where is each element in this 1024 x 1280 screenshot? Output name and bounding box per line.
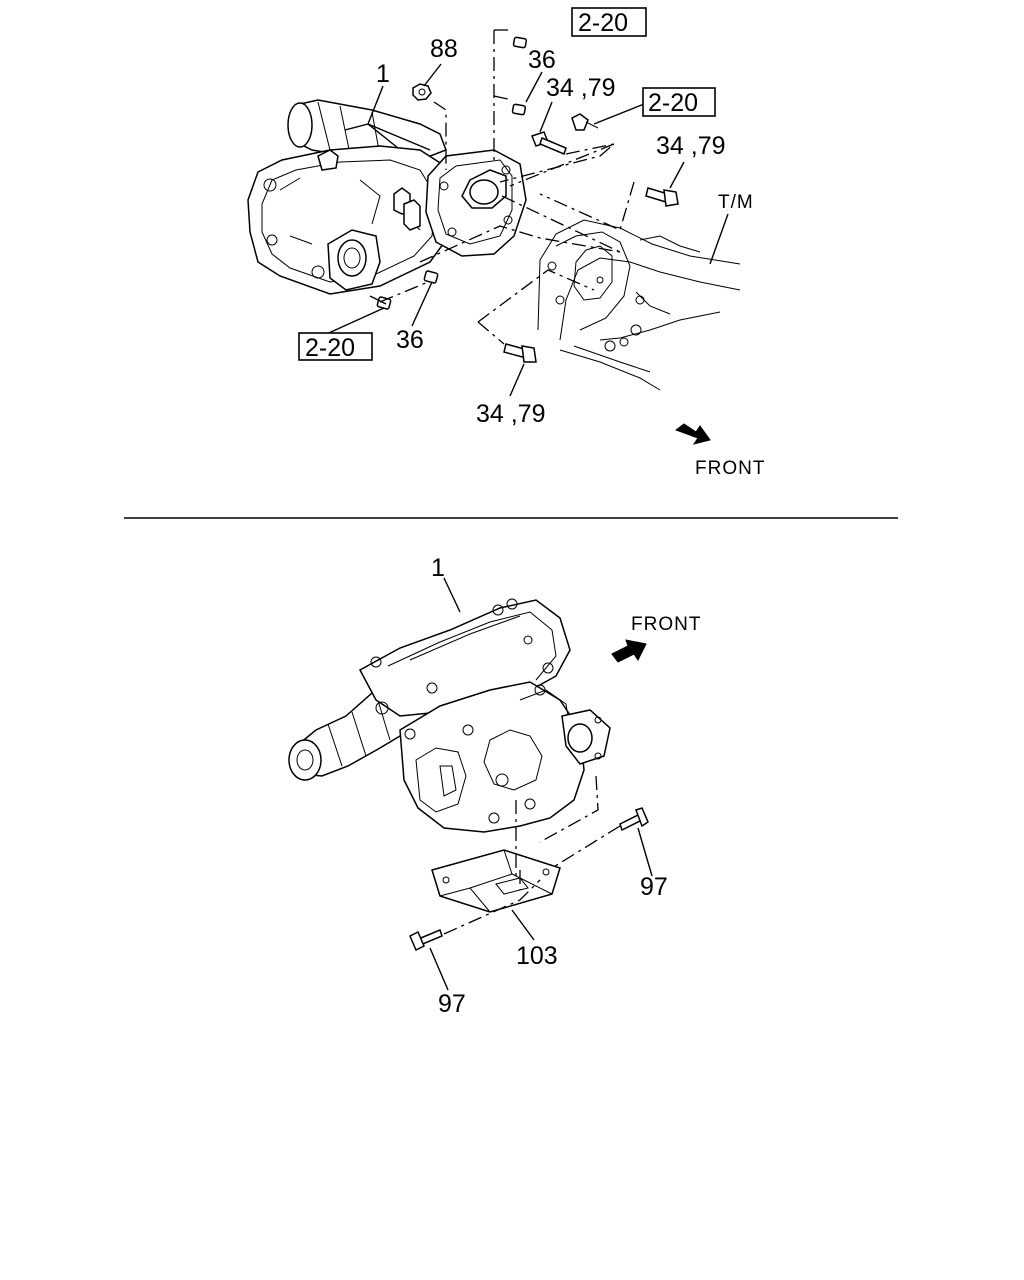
front-label-top: FRONT: [695, 458, 765, 479]
bolt-drawings-bottom: [409, 807, 649, 952]
callout-part-103: 103: [516, 942, 558, 970]
leader-lines-top: [299, 63, 729, 397]
ref-label-top-c: 2-20: [305, 334, 355, 362]
callout-part-97-right: 97: [640, 873, 668, 901]
callout-part-1: 1: [376, 60, 390, 88]
callout-part-34-79-lower: 34 ,79: [476, 400, 546, 428]
front-arrow-icon: [674, 423, 711, 445]
front-arrow-icon-bottom: [611, 639, 647, 663]
bottom-exploded-view: 1 97 103 97 FRONT: [288, 554, 701, 1018]
assembly-lines-top: [379, 29, 635, 345]
front-direction-top: FRONT: [674, 423, 765, 479]
ref-label-top-b: 2-20: [648, 89, 698, 117]
ref-box-top-c: 2-20: [298, 332, 373, 362]
callouts-bottom: 1 97 103 97: [431, 554, 668, 1018]
callouts-top: 1 88 36 34 ,79 34 ,79 T/M 36 34 ,79: [376, 35, 754, 428]
ref-box-top-a: 2-20: [571, 7, 647, 37]
transfer-case-drawing: [247, 99, 527, 295]
ref-box-top-b: 2-20: [642, 87, 716, 117]
callout-part-36-lower: 36: [396, 326, 424, 354]
callout-part-36-top: 36: [528, 46, 556, 74]
fastener-drawings: [376, 36, 679, 363]
ref-label-top-a: 2-20: [578, 9, 628, 37]
skid-plate-drawing: [431, 849, 561, 913]
callout-part-34-79-upper: 34 ,79: [546, 74, 616, 102]
callout-part-34-79-right: 34 ,79: [656, 132, 726, 160]
callout-part-1-bottom: 1: [431, 554, 445, 582]
callout-part-88: 88: [430, 35, 458, 63]
callout-part-97-left: 97: [438, 990, 466, 1018]
leader-lines-bottom: [429, 577, 653, 991]
front-direction-bottom: FRONT: [611, 614, 701, 663]
top-exploded-view: 1 88 36 34 ,79 34 ,79 T/M 36 34 ,79 2-20…: [247, 7, 765, 479]
assembly-lines-bottom: [443, 775, 621, 935]
transmission-drawing: [537, 219, 741, 391]
callout-transmission: T/M: [718, 192, 754, 213]
transfer-case-underside-drawing: [288, 598, 611, 833]
front-label-bottom: FRONT: [631, 614, 701, 635]
